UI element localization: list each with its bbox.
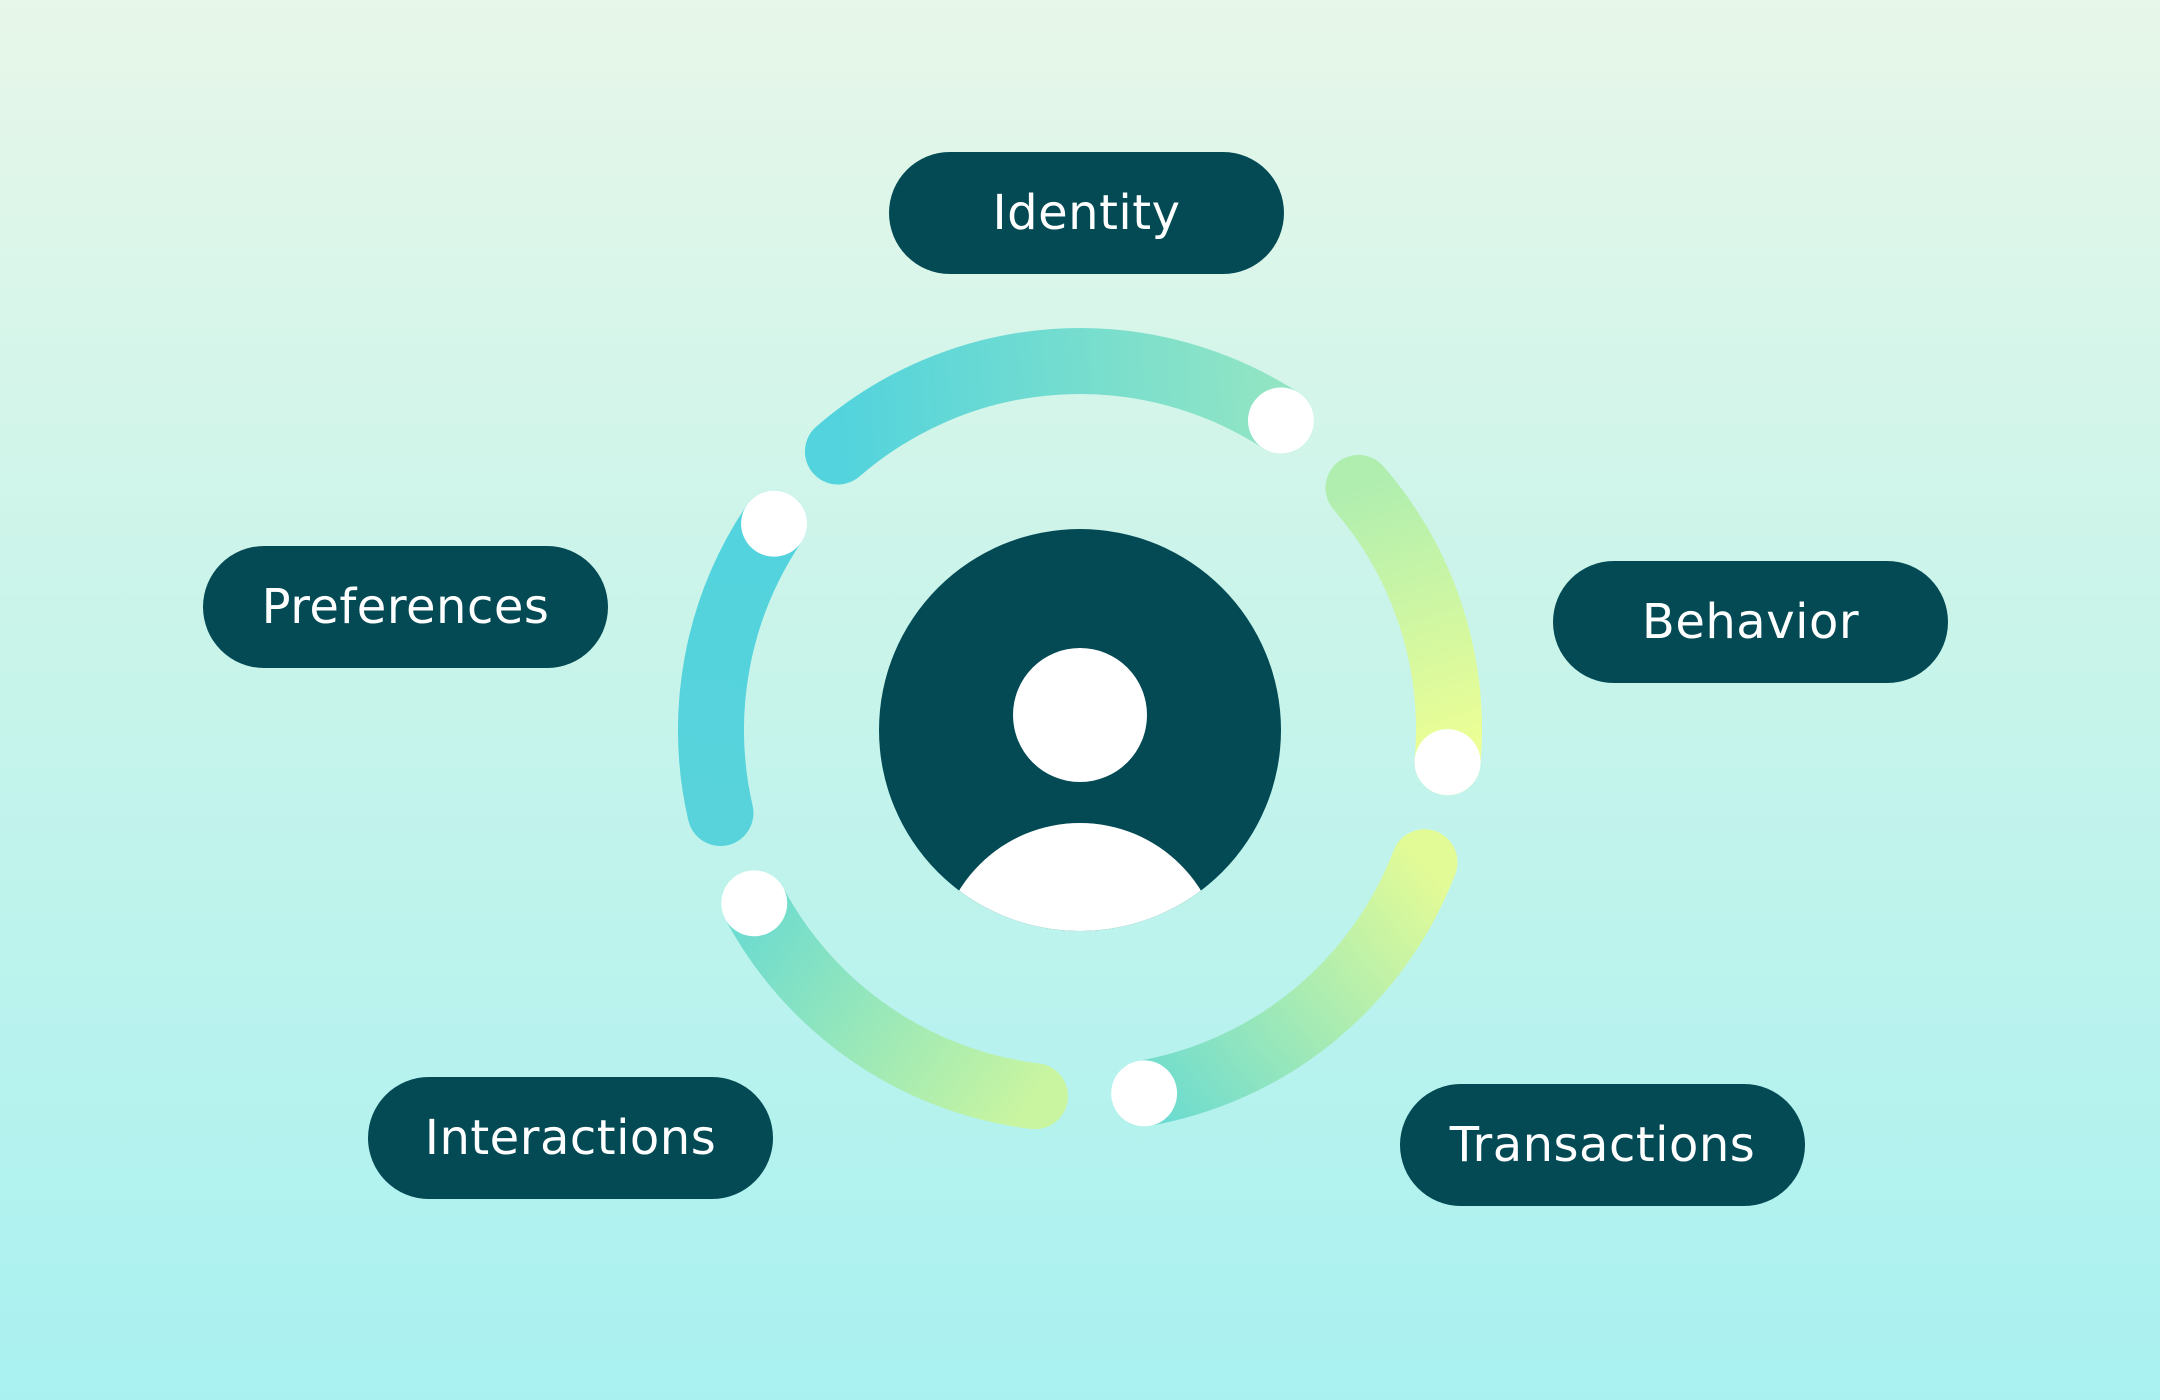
avatar-head	[1013, 648, 1147, 782]
avatar-body	[938, 823, 1222, 931]
transactions-label: Transactions	[1400, 1084, 1805, 1206]
identity-end-dot	[1247, 387, 1314, 454]
behavior-arc	[1325, 454, 1482, 796]
transactions-end-dot	[1111, 1060, 1178, 1127]
interactions-end-dot	[721, 870, 788, 937]
transactions-arc	[1111, 829, 1458, 1127]
interactions-arc	[721, 870, 1069, 1130]
identity-arc	[804, 328, 1314, 485]
interactions-label: Interactions	[368, 1077, 773, 1199]
preferences-label: Preferences	[203, 546, 608, 668]
behavior-label: Behavior	[1553, 561, 1948, 683]
preferences-arc	[678, 490, 808, 847]
identity-label: Identity	[889, 152, 1284, 274]
behavior-end-dot	[1414, 729, 1481, 796]
user-avatar-icon	[879, 529, 1281, 931]
preferences-end-dot	[741, 490, 808, 557]
